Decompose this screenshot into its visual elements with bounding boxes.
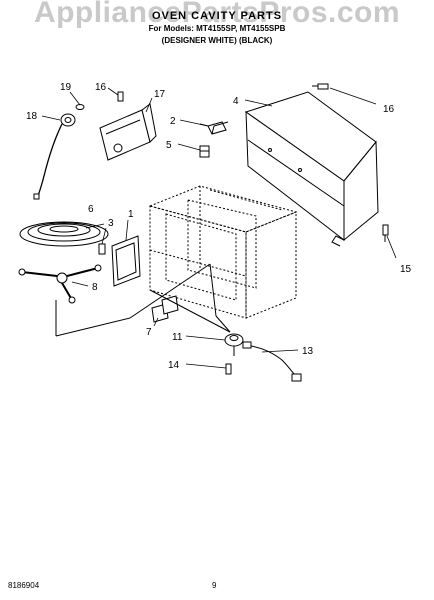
callout-14: 14 bbox=[168, 360, 180, 371]
callout-16: 16 bbox=[95, 82, 107, 93]
part-wire-harness bbox=[242, 341, 302, 382]
callout-17: 17 bbox=[154, 89, 166, 100]
part-motor bbox=[224, 333, 244, 356]
part-bottom-clips bbox=[151, 295, 179, 323]
part-cover-plate bbox=[111, 235, 141, 287]
callout-4: 4 bbox=[233, 96, 239, 107]
part-coupler bbox=[98, 243, 106, 255]
callout-6: 6 bbox=[88, 204, 94, 215]
callout-8: 8 bbox=[92, 282, 98, 293]
page-number: 9 bbox=[212, 581, 217, 590]
part-washer bbox=[75, 104, 85, 110]
part-screw-lower bbox=[382, 224, 389, 242]
document-number: 8186904 bbox=[8, 581, 40, 590]
callout-18: 18 bbox=[26, 111, 38, 122]
leader-lines bbox=[41, 87, 397, 369]
callout-11: 11 bbox=[172, 332, 183, 343]
part-oven-cavity bbox=[148, 185, 298, 319]
part-block bbox=[199, 145, 210, 158]
part-clip bbox=[199, 121, 229, 135]
model-numbers: For Models: MT4155SP, MT4155SPB bbox=[148, 24, 286, 33]
diagram-title: OVEN CAVITY PARTS bbox=[151, 10, 283, 22]
color-variants: (DESIGNER WHITE) (BLACK) bbox=[161, 36, 273, 45]
callout-2: 2 bbox=[170, 116, 176, 127]
callout-3: 3 bbox=[108, 218, 114, 229]
callout-15: 15 bbox=[400, 264, 412, 275]
part-glass-tray bbox=[19, 221, 109, 247]
callout-7: 7 bbox=[146, 327, 152, 338]
part-roller-support bbox=[18, 264, 102, 304]
part-turntable-motor bbox=[33, 113, 76, 200]
assembly-lines bbox=[55, 263, 231, 337]
part-screw-top bbox=[312, 83, 329, 90]
part-screw-bottom bbox=[225, 363, 232, 375]
watermark: AppliancePartsPros.com bbox=[33, 0, 401, 29]
part-mount-bracket bbox=[99, 103, 157, 161]
callout-19: 19 bbox=[60, 82, 72, 93]
callout-16: 16 bbox=[383, 104, 395, 115]
callout-13: 13 bbox=[302, 346, 314, 357]
callout-labels: 19 16 17 18 2 4 16 5 6 3 1 8 15 7 11 13 … bbox=[26, 82, 412, 371]
callout-5: 5 bbox=[166, 140, 172, 151]
part-outer-cover bbox=[244, 91, 379, 247]
part-screw-bracket bbox=[117, 91, 124, 102]
callout-1: 1 bbox=[128, 209, 134, 220]
